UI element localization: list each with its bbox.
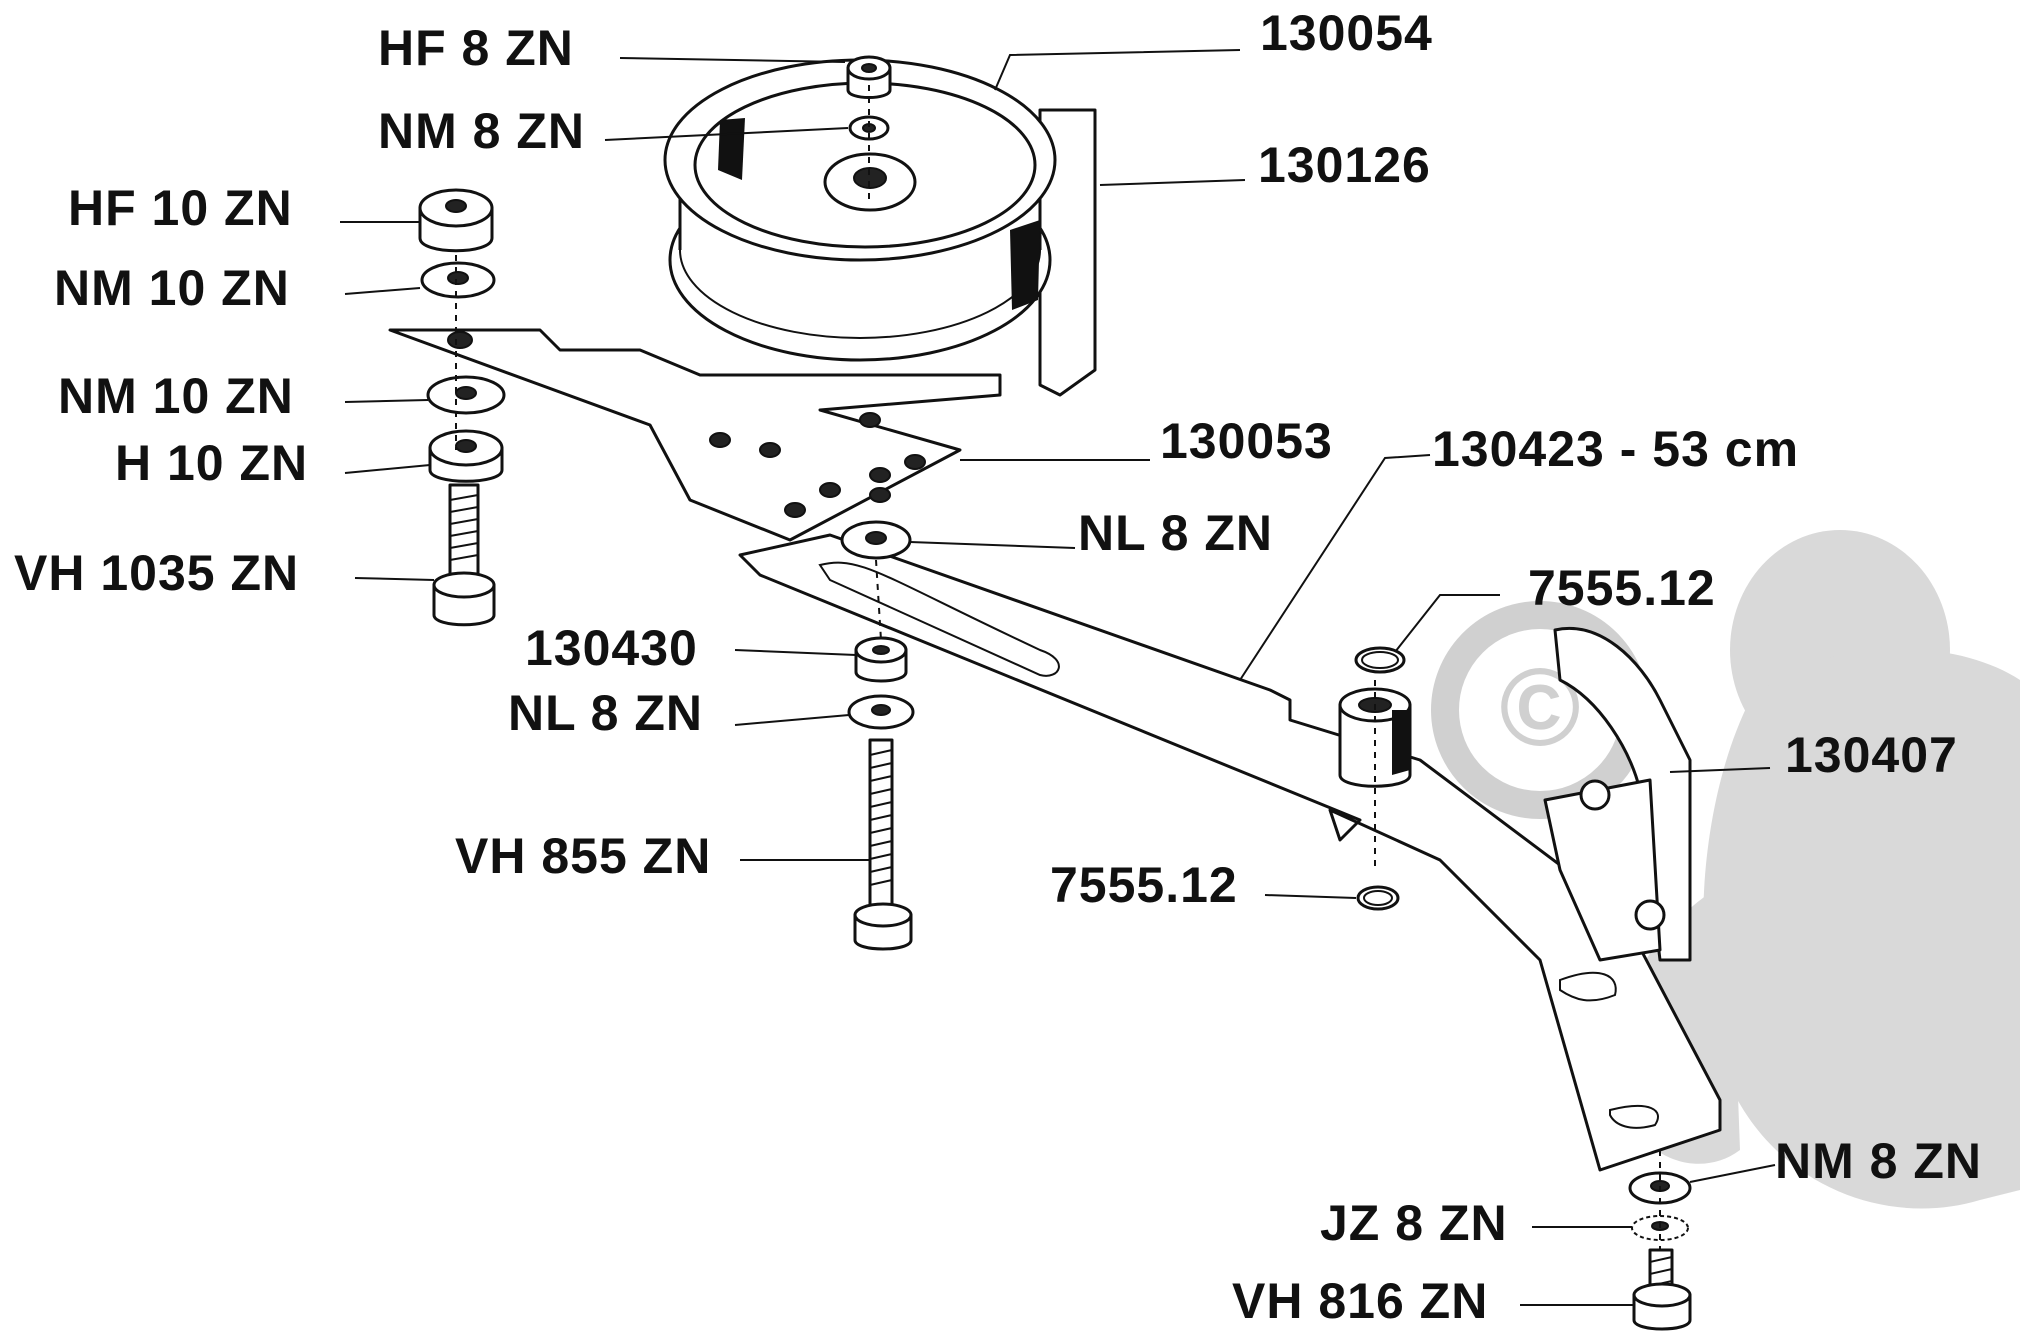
- label-nm8-bottom: NM 8 ZN: [1775, 1133, 1982, 1189]
- label-h10: H 10 ZN: [115, 435, 308, 491]
- nm10-washer-a: [420, 261, 496, 299]
- mounting-plate: [388, 328, 1002, 542]
- label-nm8-top: NM 8 ZN: [378, 103, 585, 159]
- label-nl8-a: NL 8 ZN: [1078, 505, 1273, 561]
- label-vh1035: VH 1035 ZN: [14, 545, 299, 601]
- label-jz8: JZ 8 ZN: [1320, 1195, 1508, 1251]
- label-vh816: VH 816 ZN: [1232, 1273, 1488, 1329]
- label-7555-a: 7555.12: [1528, 560, 1716, 616]
- belt-guide-bracket: [1038, 108, 1097, 397]
- label-130053: 130053: [1160, 413, 1333, 469]
- label-nm10-a: NM 10 ZN: [54, 260, 290, 316]
- label-130126: 130126: [1258, 137, 1431, 193]
- nl8-washer-a: [840, 520, 912, 560]
- label-130407: 130407: [1785, 727, 1958, 783]
- vh816-bolt: [1632, 1248, 1692, 1331]
- nl8-washer-b: [847, 694, 915, 730]
- label-7555-b: 7555.12: [1050, 857, 1238, 913]
- label-nm10-b: NM 10 ZN: [58, 368, 294, 424]
- circlip-a: [1354, 646, 1406, 674]
- label-vh855: VH 855 ZN: [455, 828, 711, 884]
- h10-nut: [428, 429, 504, 483]
- pulley: [663, 58, 1057, 362]
- label-hf8-top: HF 8 ZN: [378, 20, 574, 76]
- hf10-nut: [418, 188, 494, 253]
- label-130054: 130054: [1260, 5, 1433, 61]
- vh855-bolt: [853, 738, 913, 951]
- label-nl8-b: NL 8 ZN: [508, 685, 703, 741]
- spacer-tube: [1338, 687, 1412, 788]
- hf8-nut-top: [846, 55, 892, 99]
- spacer-130430: [854, 636, 908, 683]
- circlip-b: [1356, 885, 1400, 911]
- nm10-washer-b: [426, 375, 506, 415]
- label-hf10: HF 10 ZN: [68, 180, 293, 236]
- leader-lines: [340, 49, 1776, 1306]
- part-labels: HF 8 ZN 130054 NM 8 ZN 130126 HF 10 ZN N…: [14, 5, 1982, 1329]
- nm8-washer-top: [848, 115, 890, 141]
- belt-guide: [1543, 627, 1692, 962]
- label-130423: 130423 - 53 cm: [1432, 421, 1799, 477]
- vh1035-bolt: [432, 483, 496, 627]
- label-130430: 130430: [525, 620, 698, 676]
